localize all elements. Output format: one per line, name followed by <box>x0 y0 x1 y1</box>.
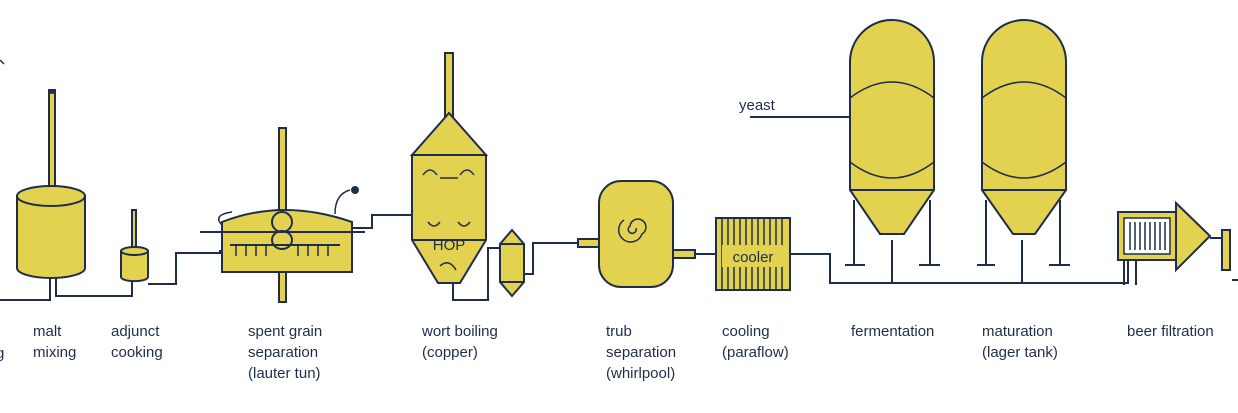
stage-label-fermentation: fermentation <box>851 323 934 340</box>
whirlpool <box>577 180 696 288</box>
stage-label-maturation: maturation (lager tank) <box>982 323 1058 361</box>
stage-label-spent-grain-separation: spent grain separation (lauter tun) <box>248 323 326 382</box>
hop-label: HOP <box>433 237 466 254</box>
paraflow-cooler <box>715 217 791 291</box>
stage-label-cooling: cooling (paraflow) <box>722 323 789 361</box>
hop-separator <box>499 228 525 298</box>
fermentation-tank <box>750 19 940 268</box>
stage-label-wort-boiling: wort boiling (copper) <box>421 323 502 361</box>
stage-label-beer-filtration: beer filtration <box>1127 323 1214 340</box>
adjunct-cooker <box>120 209 149 283</box>
malt-mixing-vessel <box>16 89 86 279</box>
maturation-tank <box>977 19 1070 268</box>
stage-label-adjunct-cooking: adjunct cooking <box>111 323 164 361</box>
stage-label-milling-partial: g <box>0 345 4 362</box>
yeast-label: yeast <box>739 97 776 114</box>
cooler-label: cooler <box>733 249 774 266</box>
wort-copper <box>409 52 489 284</box>
lauter-tun <box>200 127 365 303</box>
stage-label-malt-mixing: malt mixing <box>33 323 76 361</box>
beer-filter <box>1117 200 1231 285</box>
stage-label-trub-separation: trub separation (whirlpool) <box>606 323 680 382</box>
stage-labels: g malt mixing adjunct cooking spent grai… <box>0 323 1214 382</box>
